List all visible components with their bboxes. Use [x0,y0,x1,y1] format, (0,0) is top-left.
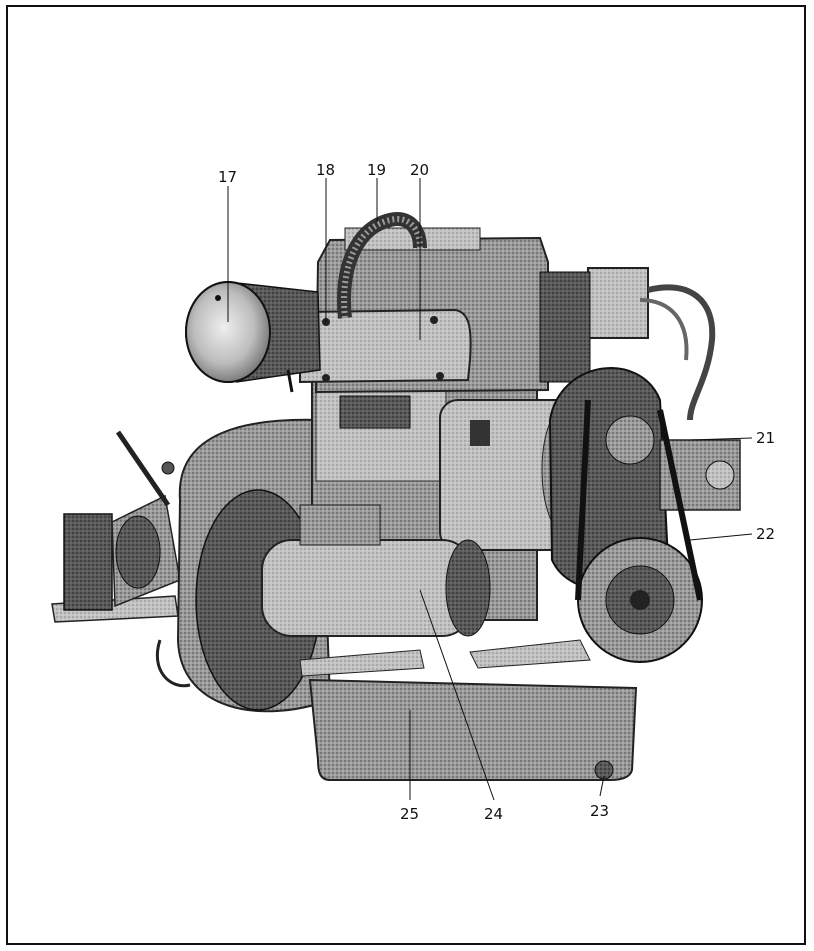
callout-25: 25 [400,805,420,823]
injection-pump [659,439,741,511]
air-filter [185,281,321,393]
callout-24: 24 [484,805,504,823]
gearbox [63,494,181,611]
leader-lines [227,178,753,801]
callout-18: 18 [316,161,336,179]
drive-belt [575,399,703,601]
callout-19: 19 [367,161,387,179]
breather-hose [337,212,427,319]
starter-motor [261,504,491,637]
control-lever [115,430,175,507]
callout-22: 22 [756,525,776,543]
mounting-foot [299,639,591,677]
crankshaft-pulley [577,537,703,663]
oil-sump [308,678,638,781]
callout-23: 23 [590,802,610,820]
callout-21: 21 [756,429,776,447]
callout-17: 17 [218,168,238,186]
callout-20: 20 [410,161,430,179]
rocker-cover [299,308,472,384]
fuel-system [539,267,716,421]
